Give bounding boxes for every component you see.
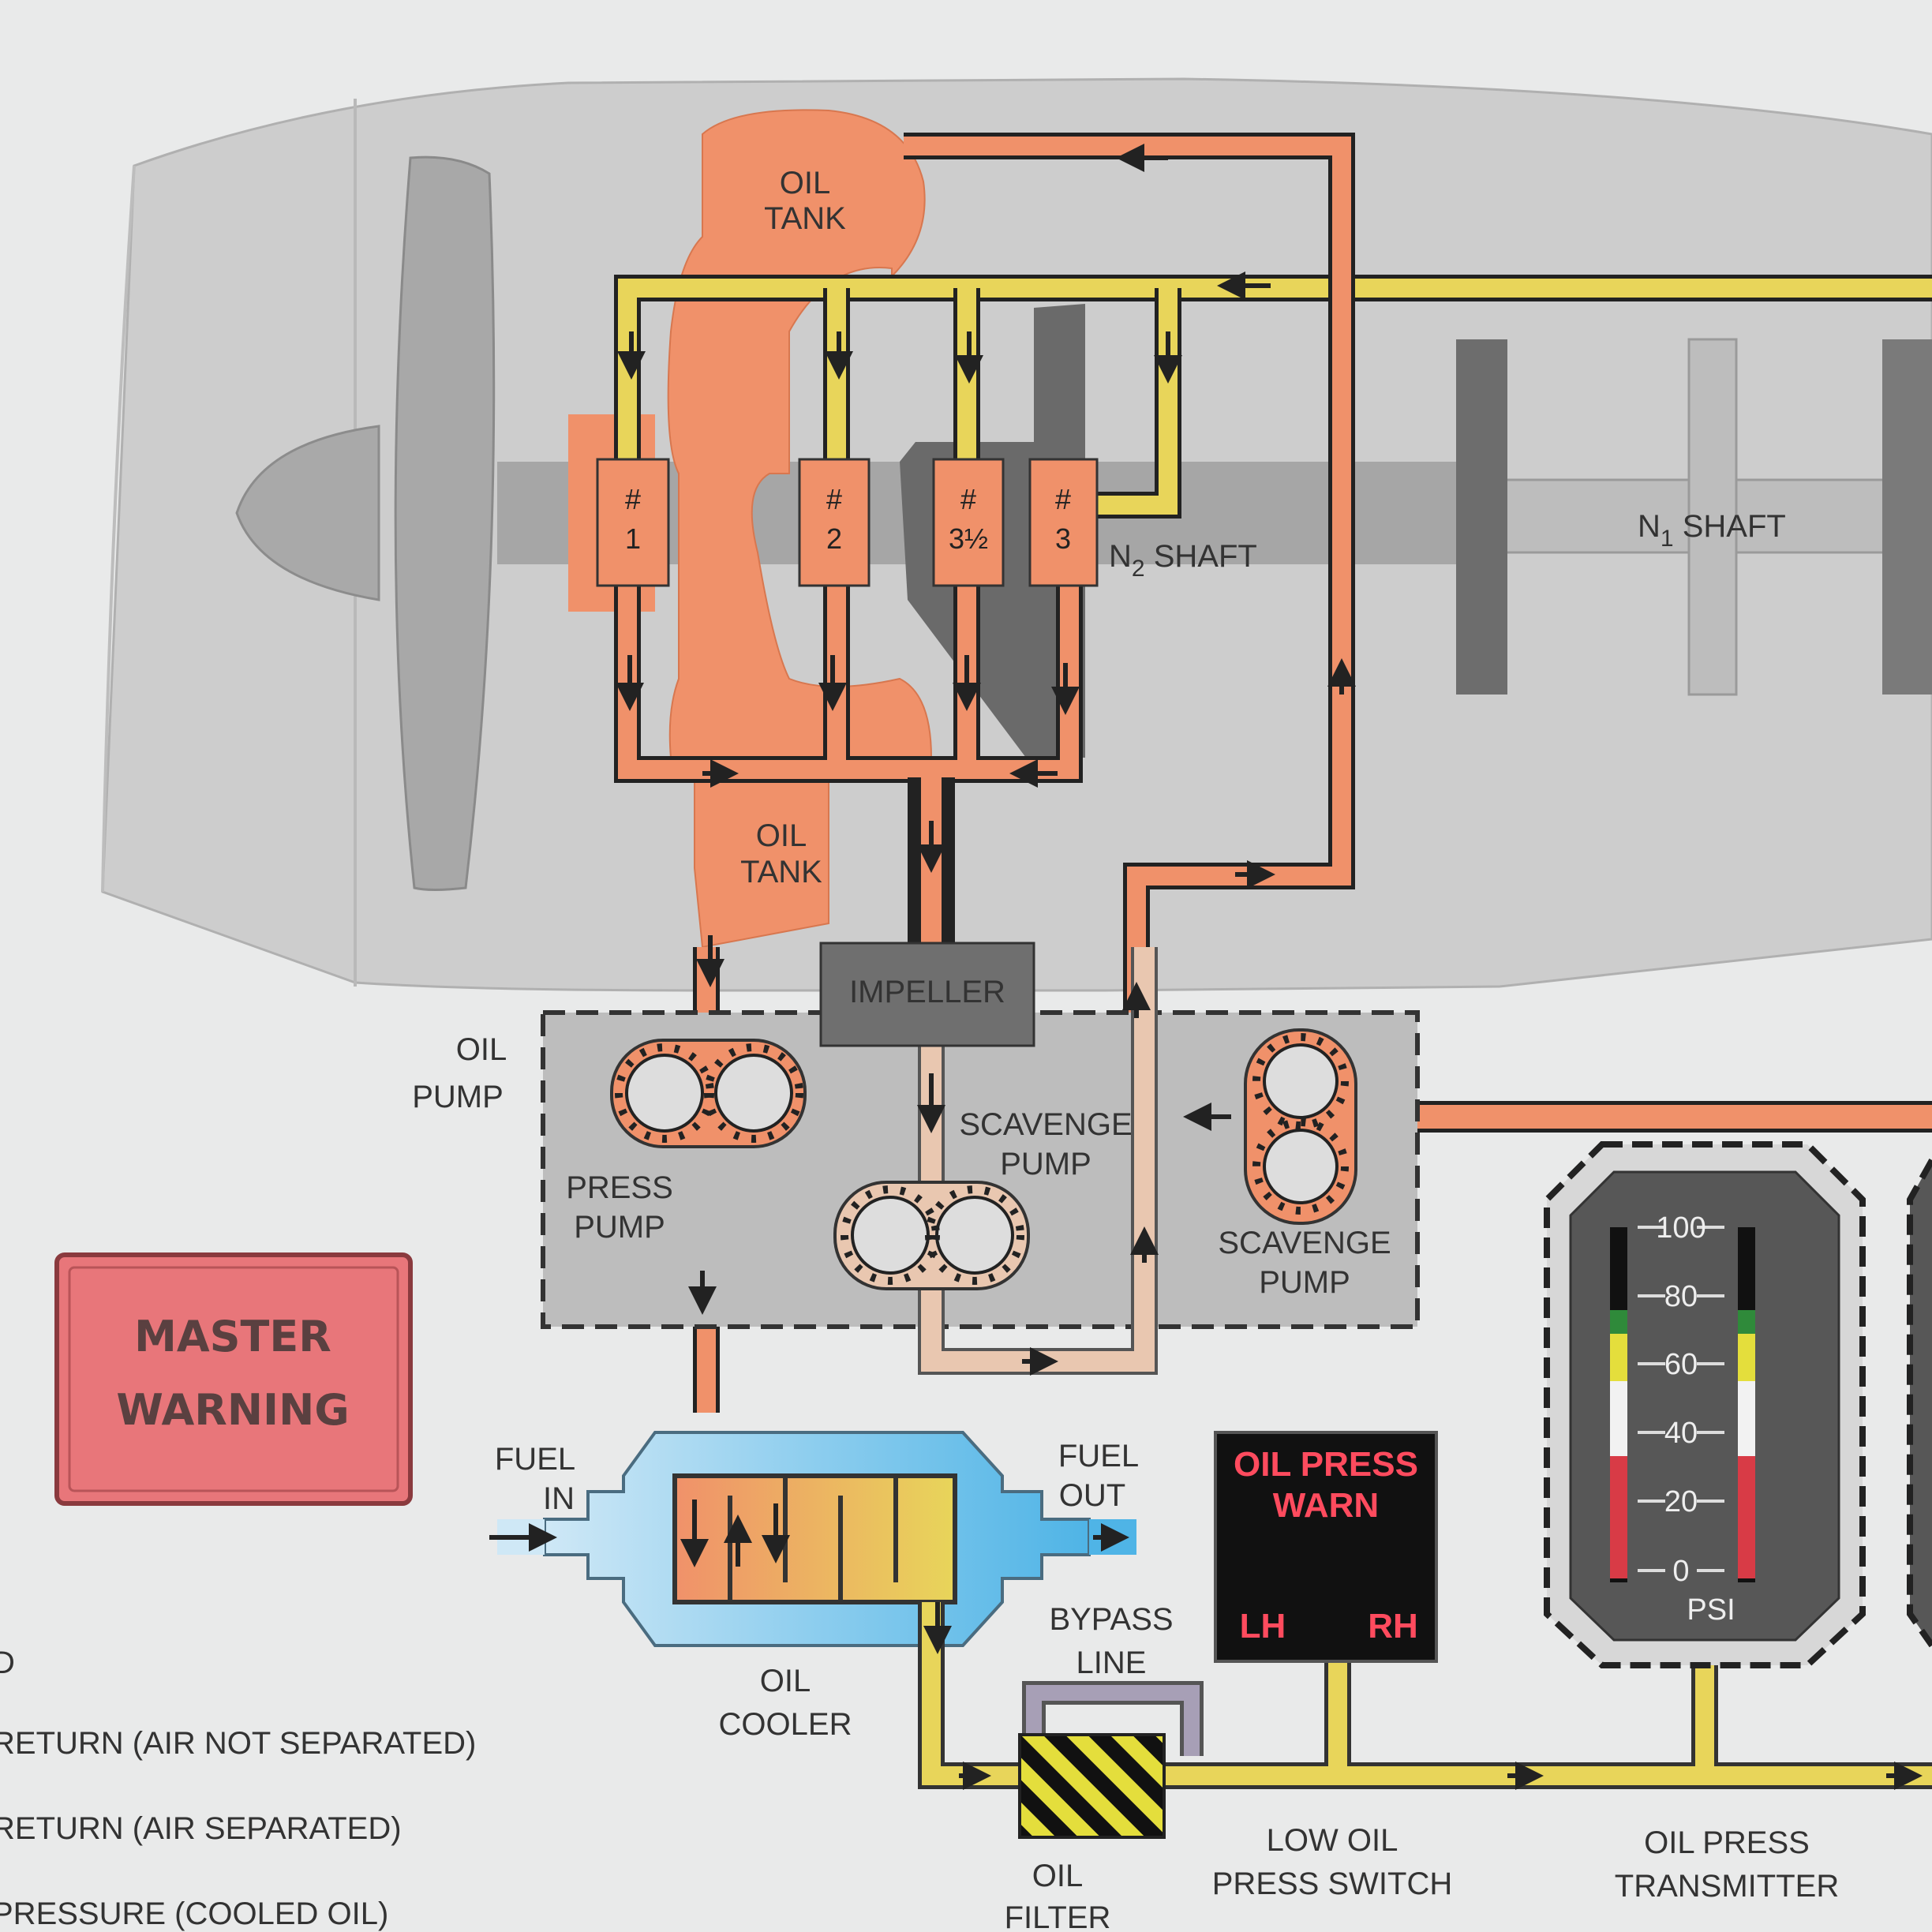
oil-pump-label-1: OIL [456, 1032, 507, 1067]
oil-tank-bottom-label-2: TANK [740, 855, 822, 889]
oil-press-warn-title-1: OIL PRESS [1234, 1445, 1418, 1484]
n2-shaft-label: N2 SHAFT [1109, 539, 1257, 582]
oil-tank-bottom-label-1: OIL [756, 818, 807, 853]
oil-pump-label-2: PUMP [412, 1080, 504, 1114]
oil-filter-label-1: OIL [1032, 1859, 1083, 1893]
bypass-line-label-2: LINE [1076, 1646, 1147, 1680]
bearing-1-num: 1 [625, 522, 641, 555]
oil-press-warn-annunciator: OIL PRESS WARN LH RH [1214, 1431, 1438, 1663]
turbine-disc-1 [1456, 339, 1507, 695]
gauge-tick-40: 40 [1664, 1417, 1698, 1450]
turbine-disc-3 [1882, 339, 1932, 695]
bearing-3 [1028, 458, 1099, 587]
bearing-3-half-num: 3½ [949, 522, 988, 555]
oil-cooler-label-2: COOLER [719, 1707, 852, 1742]
gauge-tick-60: 60 [1664, 1348, 1698, 1381]
oil-cooler-label-1: OIL [760, 1664, 811, 1698]
pressure-oil-lines [614, 275, 1932, 519]
fuel-in-label-1: FUEL [495, 1442, 575, 1477]
gauge-unit: PSI [1687, 1593, 1735, 1627]
bearing-2-num: 2 [826, 522, 842, 555]
gauge-tick-80: 80 [1664, 1280, 1698, 1313]
oil-tank-top-label-1: OIL [780, 166, 830, 200]
legend-item-return-air-separated: RETURN (AIR SEPARATED) [0, 1811, 402, 1846]
legend-heading-partial: D [0, 1646, 15, 1680]
oil-cooler [497, 1431, 1136, 1647]
bearing-3-half-hash: # [960, 483, 976, 515]
oil-press-warn-title-2: WARN [1273, 1486, 1379, 1525]
bearing-2 [798, 458, 871, 587]
right-scavenge-pump-label-2: PUMP [1259, 1265, 1350, 1300]
fuel-in-label-2: IN [543, 1481, 575, 1516]
master-warning-line-2: WARNING [116, 1385, 349, 1435]
master-warning-light: MASTER WARNING [54, 1252, 413, 1506]
right-scavenge-pump-gears [1244, 1028, 1357, 1225]
bypass-line-label-1: BYPASS [1049, 1602, 1173, 1637]
impeller [819, 942, 1035, 1047]
bearing-2-hash: # [826, 483, 842, 515]
fuel-out-label-2: OUT [1059, 1478, 1125, 1513]
oil-press-transmitter-label-2: TRANSMITTER [1615, 1869, 1839, 1904]
fuel-out-label-1: FUEL [1058, 1439, 1139, 1473]
turbine-disc-2 [1687, 338, 1738, 696]
bearing-3-num: 3 [1055, 522, 1071, 555]
cooled-oil-pressure-line [918, 1602, 1932, 1789]
oil-press-transmitter-label-1: OIL PRESS [1644, 1825, 1810, 1860]
bearing-1 [596, 458, 670, 587]
legend-item-pressure-cooled-oil: PRESSURE (COOLED OIL) [0, 1896, 388, 1931]
gauge-tick-0: 0 [1672, 1555, 1689, 1588]
fan-blade [394, 155, 496, 891]
n1-shaft-label: N1 SHAFT [1638, 509, 1786, 552]
oil-filter-label-2: FILTER [1005, 1900, 1111, 1932]
legend-item-return-air-not-separated: RETURN (AIR NOT SEPARATED) [0, 1726, 476, 1761]
center-scavenge-pump-gears [833, 1181, 1030, 1290]
master-warning-line-1: MASTER [134, 1312, 331, 1361]
impeller-label: IMPELLER [849, 975, 1005, 1009]
center-scavenge-pump-label-2: PUMP [1000, 1147, 1091, 1181]
oil-tank-top-label-2: TANK [764, 201, 846, 236]
bearing-3-hash: # [1055, 483, 1071, 515]
flow-arrows [489, 144, 1923, 1790]
bearing-3-half [932, 458, 1005, 587]
spinner-cone [235, 425, 380, 601]
oil-press-warn-rh: RH [1368, 1607, 1418, 1646]
gauge-tick-100: 100 [1656, 1211, 1705, 1245]
second-gauge-partial [1907, 1159, 1932, 1648]
press-pump-label-1: PRESS [566, 1170, 673, 1205]
center-scavenge-pump-label-1: SCAVENGE [959, 1107, 1132, 1142]
low-oil-press-switch-label-1: LOW OIL [1267, 1823, 1398, 1858]
oil-filter [1018, 1733, 1166, 1839]
gauge-tick-20: 20 [1664, 1485, 1698, 1518]
low-oil-press-switch-label-2: PRESS SWITCH [1212, 1866, 1452, 1901]
oil-press-warn-lh: LH [1240, 1607, 1286, 1646]
bearings: # 1 # 2 # 3½ # 3 [596, 458, 1099, 587]
right-scavenge-pump-label-1: SCAVENGE [1218, 1226, 1391, 1260]
press-pump-gears [610, 1039, 807, 1148]
bearing-1-hash: # [625, 483, 641, 515]
press-pump-label-2: PUMP [574, 1210, 665, 1245]
legend: D RETURN (AIR NOT SEPARATED) RETURN (AIR… [0, 1646, 476, 1931]
oil-pressure-gauge: 100 80 60 40 20 0 PSI [1544, 1141, 1866, 1668]
